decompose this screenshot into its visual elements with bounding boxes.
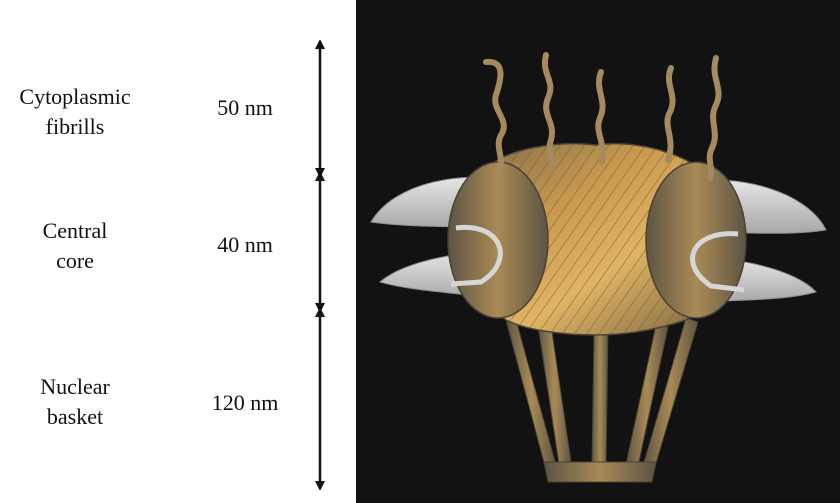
label-line: Central <box>0 216 155 246</box>
right-ring <box>646 162 746 318</box>
label-line: fibrills <box>0 112 155 142</box>
label-line: basket <box>0 402 155 432</box>
label-cytoplasmic-fibrills: Cytoplasmic fibrills <box>0 82 155 142</box>
label-central-core: Central core <box>0 216 155 276</box>
dimension-ruler <box>300 40 340 490</box>
measure-nuclear-basket: 120 nm <box>200 388 290 418</box>
label-nuclear-basket: Nuclear basket <box>0 372 155 432</box>
measure-cytoplasmic: 50 nm <box>200 93 290 123</box>
label-line: Nuclear <box>0 372 155 402</box>
label-line: Cytoplasmic <box>0 82 155 112</box>
label-line: core <box>0 246 155 276</box>
nuclear-basket-struts <box>506 318 698 482</box>
nuclear-pore-complex-illustration <box>356 0 840 503</box>
measure-central-core: 40 nm <box>200 230 290 260</box>
